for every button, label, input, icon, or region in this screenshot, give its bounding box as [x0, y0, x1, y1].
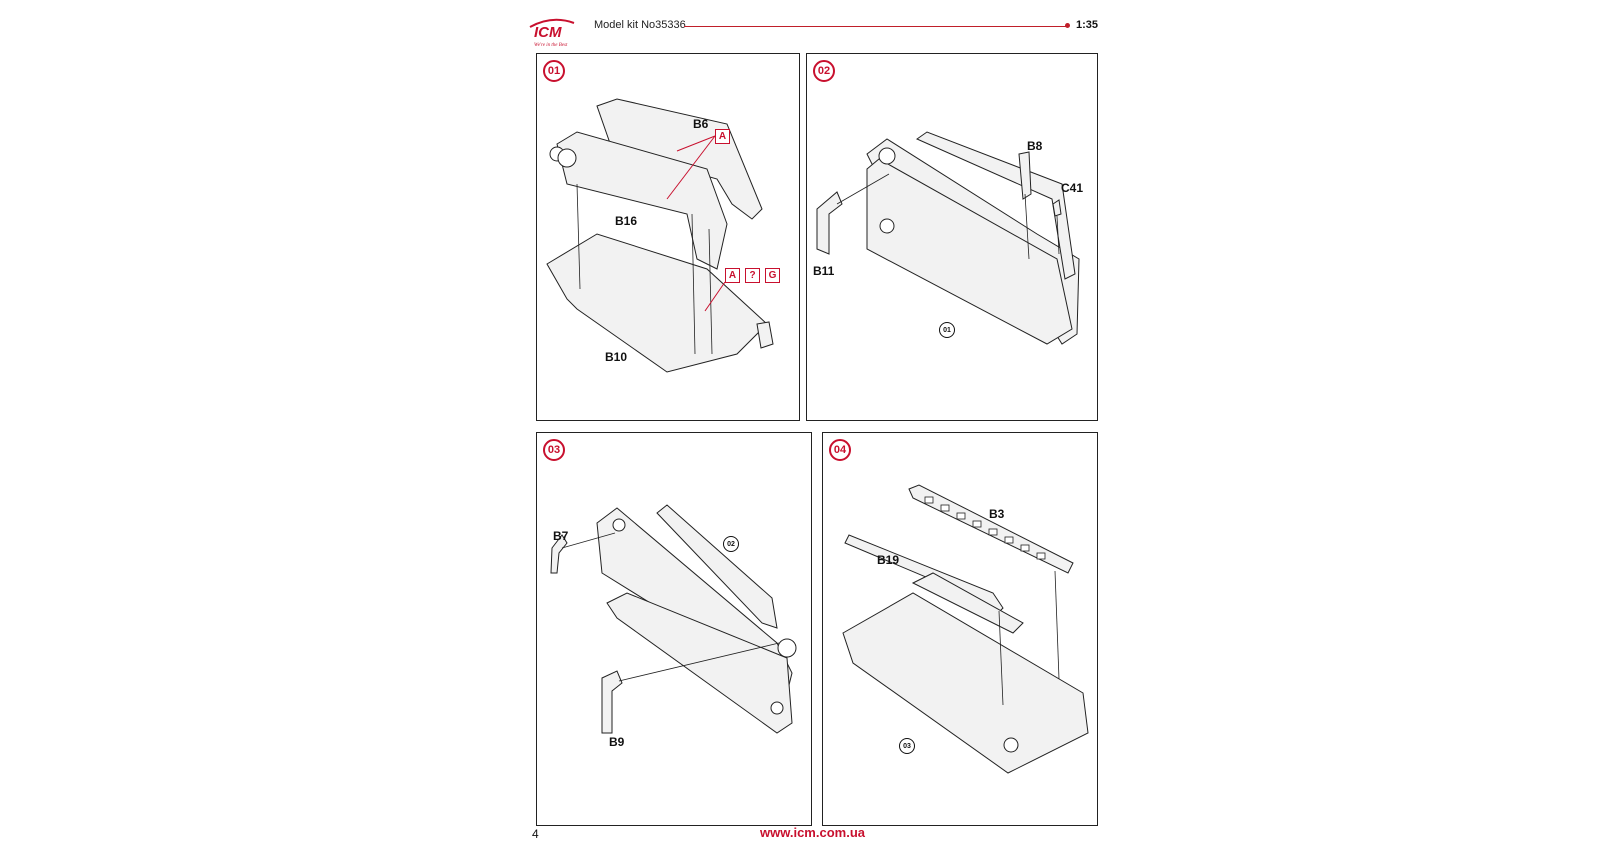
part-label-b9: B9 — [609, 735, 625, 749]
reference-step-02: 02 — [723, 536, 739, 552]
part-label-b3: B3 — [989, 507, 1005, 521]
part-label-b11: B11 — [813, 264, 835, 278]
step-01-drawing — [546, 98, 774, 373]
paint-code-a: A — [725, 268, 740, 283]
step-02-panel: B8 C41 B11 01 02 — [806, 53, 1098, 421]
step-03-badge: 03 — [543, 439, 565, 461]
model-kit-label: Model kit No35336 — [594, 19, 686, 31]
step-01-panel: B6 B16 B10 A A ? G 01 — [536, 53, 800, 421]
paint-code-g: G — [765, 268, 780, 283]
part-label-c41: C41 — [1061, 181, 1084, 195]
step-03-panel: B7 B9 02 03 — [536, 432, 812, 826]
step-02-badge: 02 — [813, 60, 835, 82]
part-label-b8: B8 — [1027, 139, 1043, 153]
icm-logo: ICM We're in the Best — [528, 13, 576, 49]
part-label-b19: B19 — [877, 553, 900, 567]
scale-label: 1:35 — [1076, 19, 1099, 31]
reference-step-03: 03 — [899, 738, 915, 754]
step-04-panel: B3 B19 03 04 — [822, 432, 1098, 826]
step-03-drawing — [550, 504, 797, 734]
paint-code-a: A — [715, 129, 730, 144]
part-label-b7: B7 — [553, 529, 569, 543]
logo-tagline: We're in the Best — [534, 43, 568, 48]
step-04-drawing — [842, 484, 1089, 774]
step-01-badge: 01 — [543, 60, 565, 82]
part-label-b10: B10 — [605, 350, 628, 364]
part-label-b16: B16 — [615, 214, 638, 228]
logo-text: ICM — [534, 24, 562, 41]
page-number: 4 — [532, 827, 539, 841]
part-label-b6: B6 — [693, 117, 709, 131]
step-02-drawing — [816, 131, 1080, 345]
website-link[interactable]: www.icm.com.ua — [760, 825, 865, 840]
paint-code-unknown: ? — [745, 268, 760, 283]
step-04-badge: 04 — [829, 439, 851, 461]
header-divider-dot — [1065, 23, 1070, 28]
header-divider — [684, 26, 1067, 27]
reference-step-01: 01 — [939, 322, 955, 338]
